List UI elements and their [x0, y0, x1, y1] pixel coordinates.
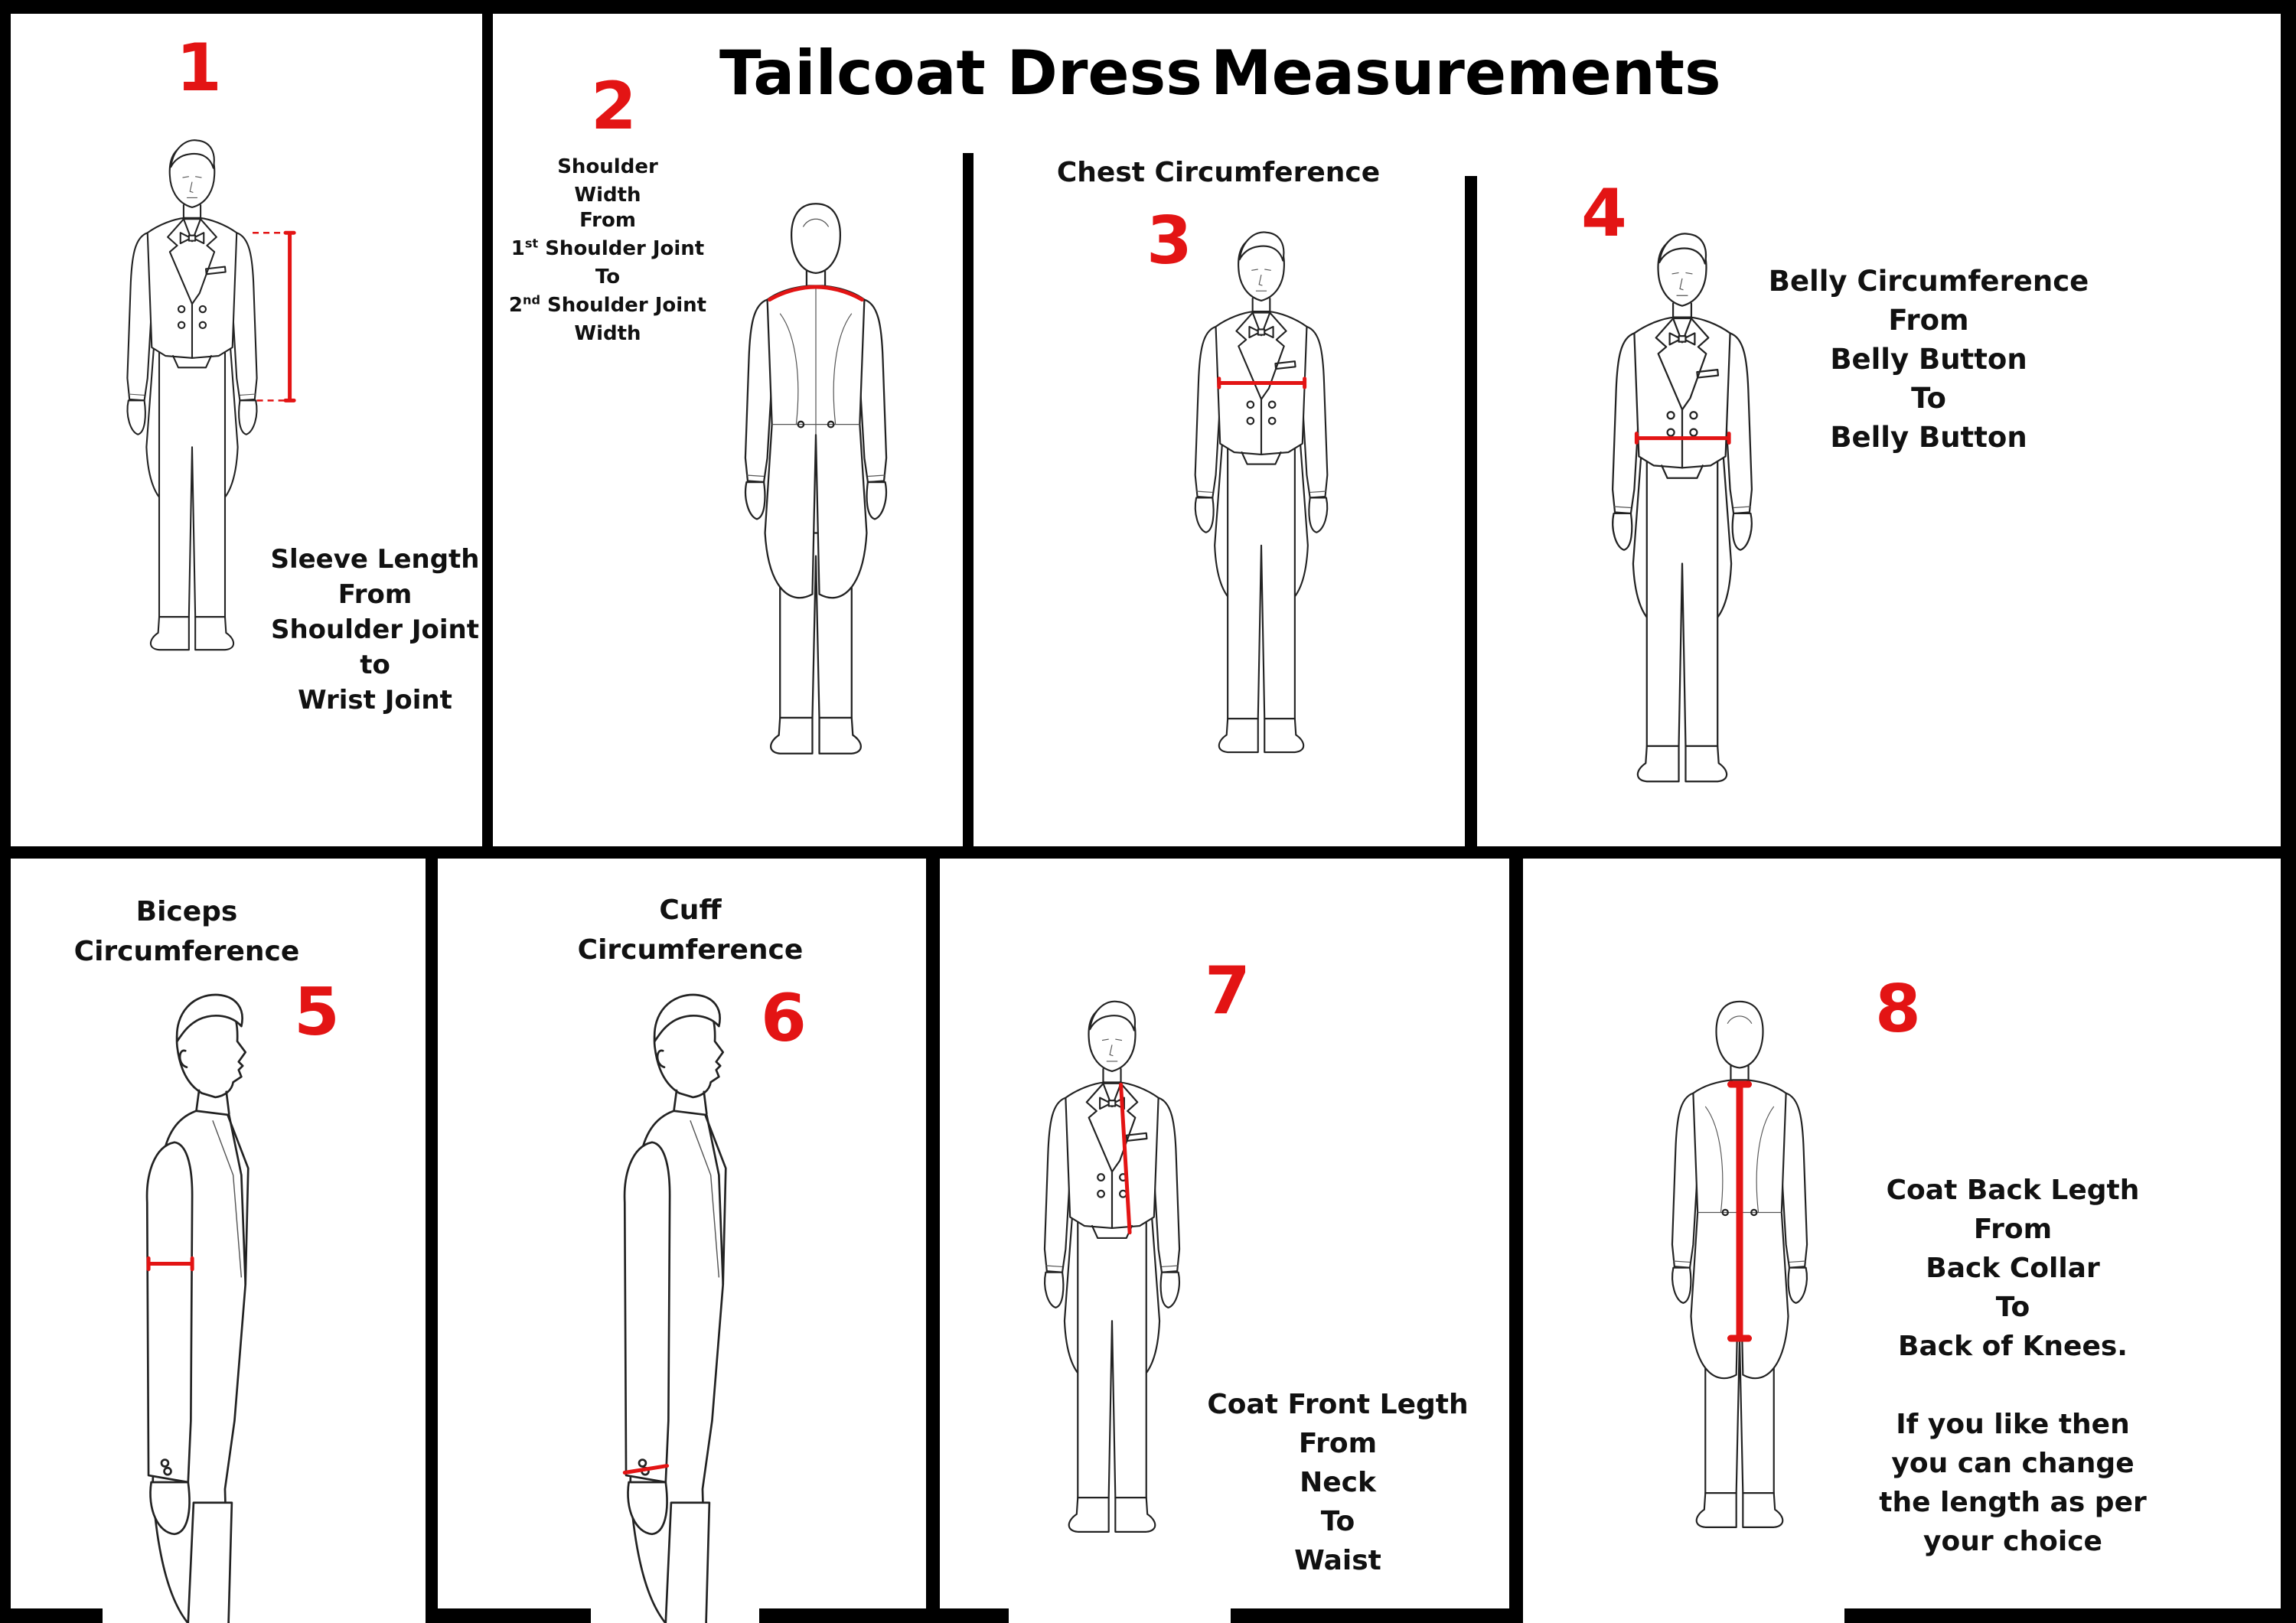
- panel-belly-circumference: 4 Belly Circumference From Belly Button …: [1477, 153, 2281, 846]
- panel-sleeve-length: 1 Sleeve Length From Shoulder Joint to W…: [11, 14, 482, 846]
- panel-number-5: 5: [294, 979, 340, 1045]
- page-title-part-2: Measurements: [1211, 43, 1721, 104]
- divider-2-3: [963, 153, 974, 860]
- figure-back-coat-length: [1623, 917, 1857, 1605]
- shoulder-width-heading: Shoulder Width: [523, 153, 692, 210]
- figure-front-belly: [1561, 171, 1803, 842]
- panel-cuff-circumference: Cuff Circumference 6: [438, 859, 926, 1623]
- panel-number-6: 6: [761, 986, 807, 1051]
- bottom-edge-6a: [438, 1608, 591, 1623]
- bottom-edge-5: [11, 1608, 103, 1623]
- figure-side-cuff: [588, 970, 741, 1623]
- biceps-circumference-label: Biceps Circumference: [41, 892, 332, 972]
- bottom-edge-7a: [940, 1608, 1009, 1623]
- bottom-edge-8: [1844, 1608, 2281, 1623]
- sleeve-length-label: Sleeve Length From Shoulder Joint to Wri…: [260, 542, 482, 718]
- belly-circumference-label: Belly Circumference From Belly Button To…: [1768, 262, 2089, 457]
- panel-number-1: 1: [176, 35, 222, 101]
- coat-back-length-label: Coat Back Legth From Back Collar To Back…: [1852, 1171, 2174, 1561]
- figure-back-shoulder: [693, 148, 938, 802]
- figure-front-chest: [1146, 181, 1376, 802]
- panel-coat-front-length: 7 Coat Front Legth From Neck To Waist: [940, 859, 1509, 1623]
- panel-biceps-circumference: Biceps Circumference 5: [11, 859, 426, 1623]
- figure-side-biceps: [110, 970, 263, 1623]
- figure-front-coat-length: [995, 929, 1229, 1602]
- panel-coat-back-length: 8 Coat Back Legth From Back Collar To Ba…: [1523, 859, 2281, 1623]
- bottom-edge-7b: [1231, 1608, 1509, 1623]
- shoulder-width-label: From 1st Shoulder Joint To 2nd Shoulder …: [508, 207, 707, 348]
- panel-number-2: 2: [591, 73, 637, 139]
- divider-3-4: [1465, 176, 1477, 846]
- bottom-edge-6b: [759, 1608, 926, 1623]
- page-title-part-1: Tailcoat Dress: [719, 43, 1202, 104]
- panel-number-8: 8: [1875, 976, 1921, 1042]
- panel-chest-circumference: Chest Circumference 3: [974, 153, 1465, 846]
- cuff-circumference-label: Cuff Circumference: [530, 891, 851, 970]
- coat-front-length-label: Coat Front Legth From Neck To Waist: [1200, 1385, 1476, 1580]
